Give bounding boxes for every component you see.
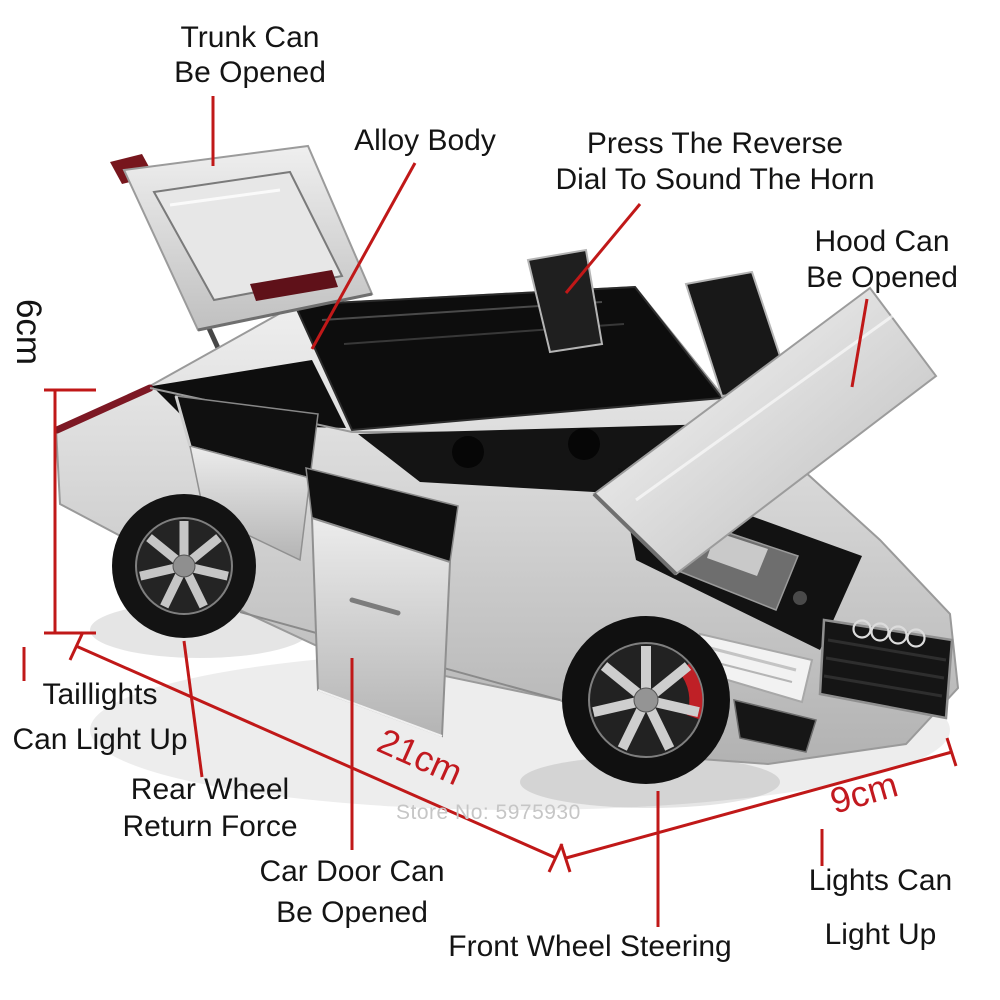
rear-wheel-leader-line — [182, 640, 204, 778]
horn-leader-line — [564, 203, 642, 294]
lower-intake — [733, 699, 817, 753]
length-dimension-tick-right — [547, 843, 564, 873]
rear-open-door — [174, 395, 319, 562]
front-open-door — [305, 467, 459, 738]
label-rear-wheel: Rear Wheel Return Force — [122, 773, 298, 843]
length-dimension-line — [75, 644, 557, 860]
width-dimension-tick-right — [945, 737, 958, 767]
alloy-body-leader-line — [310, 162, 417, 350]
front-wheel — [562, 616, 730, 784]
far-side-open-doors — [526, 248, 792, 398]
trunk-window — [152, 170, 344, 302]
annotation-lines — [22, 96, 958, 927]
label-lights: Lights Can Light Up — [808, 864, 953, 951]
width-dimension-tick-left — [559, 843, 572, 873]
label-front-wheel: Front Wheel Steering — [448, 930, 732, 963]
label-trunk: Trunk Can Be Opened — [174, 21, 326, 90]
door-handle — [349, 597, 401, 616]
taillight-band — [53, 384, 154, 434]
width-dimension-line — [565, 750, 953, 860]
brand-rings — [852, 619, 926, 648]
label-hood: Hood Can Be Opened — [806, 225, 958, 294]
third-brake-light — [250, 270, 338, 301]
hood-leader-line — [850, 298, 869, 388]
label-horn: Press The Reverse Dial To Sound The Horn — [555, 127, 875, 196]
label-taillights: Taillights Can Light Up — [12, 678, 188, 756]
length-dimension-tick-left — [68, 631, 85, 661]
label-car-door: Car Door Can Be Opened — [259, 855, 445, 929]
open-trunk-lid — [110, 144, 374, 332]
rear-wheel — [112, 494, 256, 638]
label-alloy-body: Alloy Body — [354, 124, 496, 157]
open-hood — [592, 286, 938, 576]
dimension-height: 6cm — [9, 298, 48, 366]
store-watermark: Store No: 5975930 — [396, 801, 581, 824]
front-fascia — [692, 618, 954, 753]
